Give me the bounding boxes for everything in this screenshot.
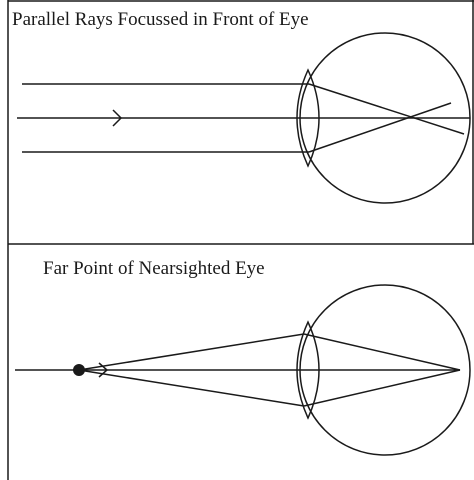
converging-ray-upper [304, 334, 460, 370]
top-panel [17, 33, 470, 203]
diverging-ray-lower [79, 370, 304, 406]
panel-frames [8, 0, 474, 480]
panel-title-top: Parallel Rays Focussed in Front of Eye [12, 9, 309, 31]
refracted-ray-upper [309, 84, 464, 134]
panel-title-bottom: Far Point of Nearsighted Eye [43, 258, 265, 280]
refracted-ray-lower [309, 103, 451, 152]
far-point-dot [73, 364, 85, 376]
converging-ray-lower [304, 370, 460, 406]
diverging-ray-upper [79, 334, 304, 370]
